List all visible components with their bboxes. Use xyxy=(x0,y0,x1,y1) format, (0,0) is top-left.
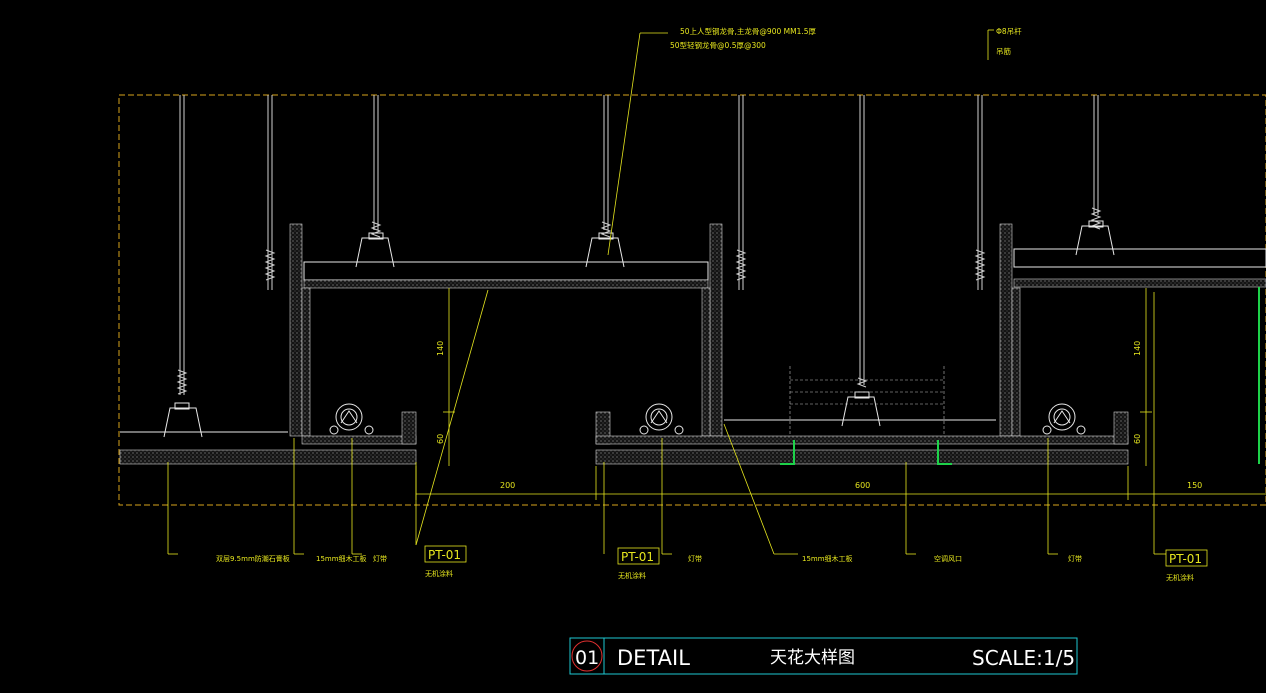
material-tag-1: PT-01 无机涂料 xyxy=(424,545,467,578)
note-hanger: 吊筋 xyxy=(996,46,1011,56)
drawing-name: 天花大样图 xyxy=(770,648,855,668)
tag-code: PT-01 xyxy=(1169,552,1202,566)
drawing-number: 01 xyxy=(575,647,599,669)
callout-light-strip-right: 灯带 xyxy=(1068,554,1082,563)
tag-desc: 无机涂料 xyxy=(1166,573,1194,582)
tag-desc: 无机涂料 xyxy=(425,569,453,578)
dim-width-right: 150 xyxy=(1187,481,1202,490)
hanging-rods xyxy=(179,95,1099,395)
note-main-keel: 50上人型钢龙骨,主龙骨@900 MM1.5厚 xyxy=(680,26,816,36)
callout-plywood-mid: 15mm细木工板 xyxy=(802,554,853,563)
title-block: 01 DETAIL 天花大样图 SCALE:1/5 xyxy=(569,637,1078,675)
material-tag-3: PT-01 无机涂料 xyxy=(1165,549,1208,582)
tag-desc: 无机涂料 xyxy=(618,571,646,580)
drawing-label: DETAIL xyxy=(617,646,690,670)
dim-width-left: 200 xyxy=(500,481,515,490)
dimension-lines xyxy=(415,288,1266,500)
note-light-keel: 50型轻钢龙骨@0.5厚@300 xyxy=(670,40,766,50)
dim-left-lower: 60 xyxy=(436,434,445,444)
callout-air-vent: 空调风口 xyxy=(934,554,962,563)
middle-ceiling-lines xyxy=(789,366,945,436)
air-vent-frame xyxy=(780,287,1260,465)
light-fixtures xyxy=(329,403,1086,435)
threaded-rod-ends xyxy=(176,207,1102,395)
hanger-clips xyxy=(163,220,1115,438)
drawing-scale: SCALE:1/5 xyxy=(972,646,1075,670)
callout-light-strip-left: 灯带 xyxy=(373,554,387,563)
dim-right-upper: 140 xyxy=(1133,341,1142,356)
leader-lines xyxy=(167,29,1166,555)
drawing-boundary xyxy=(118,94,1266,506)
dim-width-middle: 600 xyxy=(855,481,870,490)
callout-gypsum-board: 双层9.5mm防潮石膏板 xyxy=(216,554,290,563)
board-layers xyxy=(119,223,1266,465)
dim-right-lower: 60 xyxy=(1133,434,1142,444)
tag-code: PT-01 xyxy=(621,550,654,564)
dim-left-upper: 140 xyxy=(436,341,445,356)
callout-plywood-left: 15mm细木工板 xyxy=(316,554,367,563)
tag-code: PT-01 xyxy=(428,548,461,562)
note-hanger-rod: Φ8吊杆 xyxy=(996,26,1022,36)
callout-light-strip-mid: 灯带 xyxy=(688,554,702,563)
material-tag-2: PT-01 无机涂料 xyxy=(617,547,660,580)
